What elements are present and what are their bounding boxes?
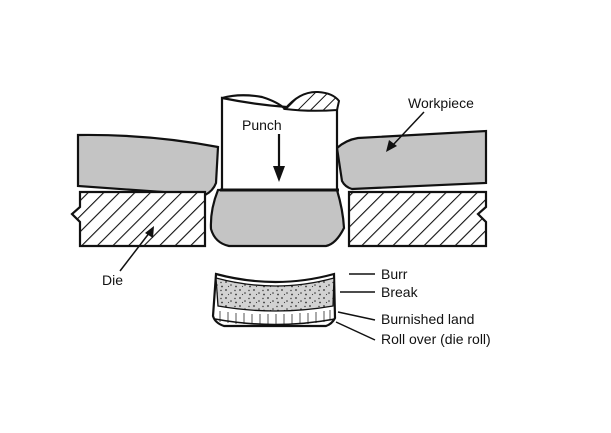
die-leader bbox=[119, 226, 154, 272]
roll-over-leader bbox=[335, 321, 376, 341]
punch-section-hatch bbox=[283, 90, 341, 112]
punch-label: Punch bbox=[242, 117, 282, 133]
burnished-land-leader bbox=[337, 311, 376, 321]
die-label: Die bbox=[102, 272, 123, 288]
break-label: Break bbox=[381, 284, 419, 300]
punch-top-edge bbox=[221, 94, 286, 110]
die-left bbox=[70, 190, 207, 248]
workpiece-left bbox=[76, 133, 220, 197]
slug-in-die bbox=[209, 188, 346, 248]
arrow-down-icon bbox=[273, 134, 285, 182]
workpiece-right bbox=[335, 129, 488, 191]
workpiece-label: Workpiece bbox=[408, 95, 474, 111]
slug-section bbox=[211, 272, 337, 328]
burnished-land-label: Burnished land bbox=[381, 311, 474, 327]
workpiece-leader bbox=[386, 111, 425, 152]
roll-over-label: Roll over (die roll) bbox=[381, 331, 491, 347]
die-right bbox=[347, 190, 488, 248]
burr-label: Burr bbox=[381, 266, 408, 282]
